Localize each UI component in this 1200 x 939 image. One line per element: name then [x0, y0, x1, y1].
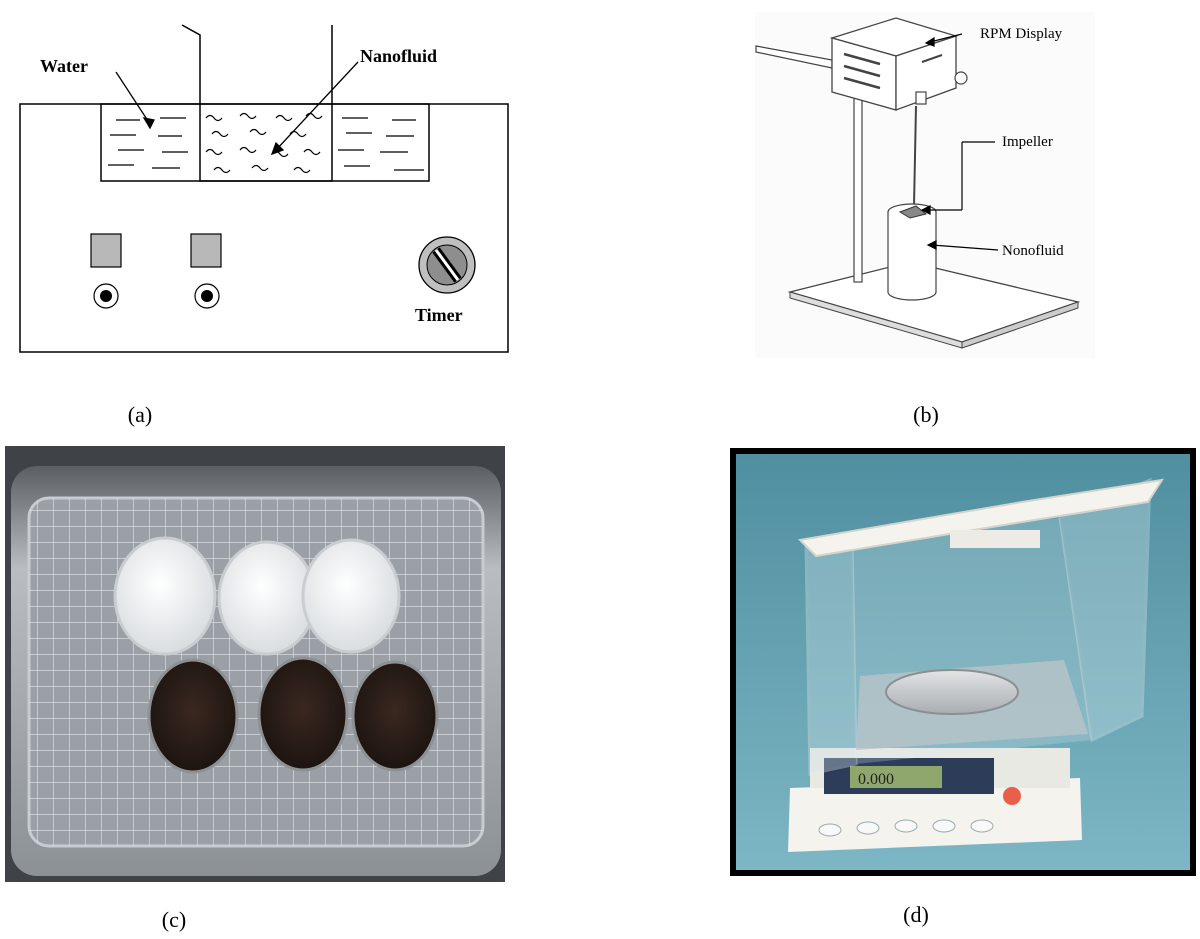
balance-reading: 0.000 — [858, 771, 894, 788]
caption-c: (c) — [161, 907, 187, 932]
control-button-1[interactable] — [90, 233, 122, 268]
balance-key-4[interactable] — [932, 819, 956, 833]
nanofluid-particles — [205, 112, 323, 174]
timer-label: Timer — [415, 305, 463, 325]
nanofluid-label: Nanofluid — [360, 46, 437, 66]
panel-b-stirrer-schematic: RPM Display Impeller Nonofluid — [755, 12, 1095, 358]
balance-key-3[interactable] — [894, 819, 918, 833]
control-button-2[interactable] — [190, 233, 222, 268]
power-indicator-icon[interactable] — [1003, 787, 1021, 805]
timer-knob-icon[interactable] — [418, 236, 476, 294]
dark-nanofluid-beakers — [147, 656, 439, 774]
rpm-display-label: RPM Display — [980, 26, 1063, 42]
balance-key-5[interactable] — [970, 819, 994, 833]
balance-key-2[interactable] — [856, 821, 880, 835]
balance-key-1[interactable] — [818, 823, 842, 837]
caption-b: (b) — [913, 402, 939, 427]
indicator-light-1 — [93, 283, 119, 309]
caption-d: (d) — [903, 902, 929, 927]
nanofluid-beaker-label: Nonofluid — [1002, 243, 1064, 259]
milky-nanofluid-beakers — [113, 536, 401, 656]
indicator-light-2 — [194, 283, 220, 309]
balance-lcd-display — [850, 766, 942, 788]
panel-a-bath-schematic: Water Nanofluid Timer — [19, 24, 509, 353]
panel-c-bath-photo — [5, 446, 505, 882]
caption-a: (a) — [127, 402, 153, 427]
panel-d-balance-photo: 0.000 — [730, 448, 1196, 876]
impeller-label: Impeller — [1002, 134, 1053, 150]
water-label: Water — [40, 56, 88, 76]
